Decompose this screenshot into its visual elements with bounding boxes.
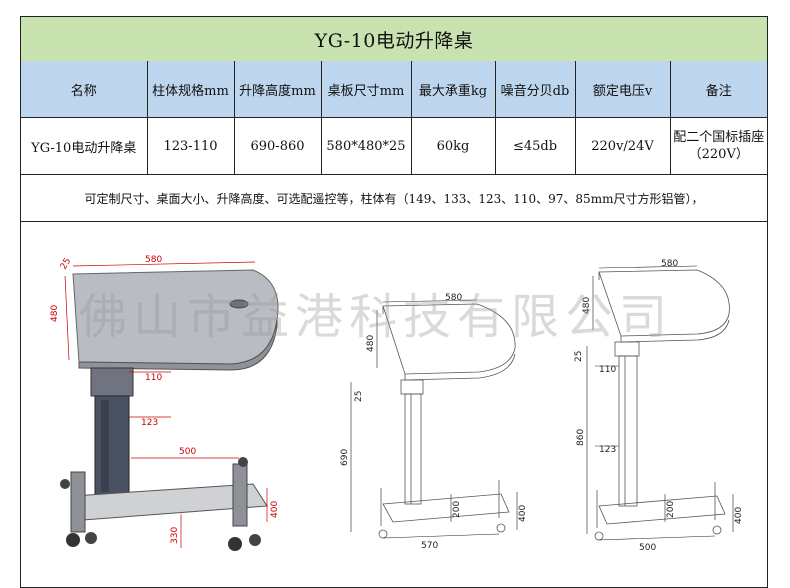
dim-right-d: 400 [734, 507, 744, 524]
header-remark: 备注 [669, 61, 767, 118]
dim-right-t: 25 [574, 351, 584, 362]
dim-mid-w: 200 [452, 501, 462, 518]
dim-left-base: 500 [179, 447, 196, 457]
header-column-spec: 柱体规格mm [146, 61, 235, 118]
dim-mid-base: 570 [421, 541, 438, 551]
header-max-load: 最大承重kg [410, 61, 496, 118]
right-line-drawing [586, 265, 734, 541]
dim-left-col2: 123 [141, 418, 158, 428]
spec-sheet: YG-10电动升降桌 名称 柱体规格mm 升降高度mm 桌板尺寸mm 最大承重k… [20, 16, 768, 588]
dim-right-base: 500 [639, 543, 656, 553]
cell-column-spec: 123-110 [146, 117, 235, 175]
cell-voltage: 220v/24V [574, 117, 671, 175]
middle-line-drawing [350, 299, 518, 539]
header-lift-height: 升降高度mm [233, 61, 322, 118]
desk-drawing-svg: 580 480 110 123 500 400 330 25 [50, 255, 744, 553]
table-header-row: 名称 柱体规格mm 升降高度mm 桌板尺寸mm 最大承重kg 噪音分贝db 额定… [21, 61, 767, 118]
cell-remark: 配二个国标插座（220V） [669, 117, 767, 175]
cell-top-size: 580*480*25 [320, 117, 412, 175]
customization-note: 可定制尺寸、桌面大小、升降高度、可选配遥控等，柱体有（149、133、123、1… [21, 175, 767, 222]
cell-lift-height: 690-860 [233, 117, 322, 175]
dim-left-top: 580 [145, 255, 162, 265]
dim-left-h1: 330 [170, 527, 180, 544]
dim-mid-side: 480 [366, 335, 376, 352]
product-drawings: 580 480 110 123 500 400 330 25 [21, 222, 767, 588]
dim-mid-d: 400 [518, 505, 528, 522]
header-name: 名称 [21, 61, 148, 118]
table-row: YG-10电动升降桌 123-110 690-860 580*480*25 60… [21, 117, 767, 175]
cell-noise: ≤45db [494, 117, 576, 175]
dim-left-side: 480 [50, 305, 60, 322]
dim-right-col2: 123 [599, 445, 616, 455]
company-watermark: 佛山市益港科技有限公司 [79, 289, 674, 345]
dim-right-side: 480 [582, 297, 592, 314]
cell-name: YG-10电动升降桌 [21, 117, 148, 175]
dim-left-t: 25 [59, 257, 73, 272]
left-3d-desk: 580 480 110 123 500 400 330 25 [50, 255, 280, 551]
dim-mid-h: 690 [340, 449, 350, 466]
header-top-size: 桌板尺寸mm [320, 61, 412, 118]
dim-left-h2: 400 [270, 501, 280, 518]
header-voltage: 额定电压v [574, 61, 671, 118]
dim-mid-t: 25 [354, 391, 364, 402]
header-noise: 噪音分贝db [494, 61, 576, 118]
spec-table: 名称 柱体规格mm 升降高度mm 桌板尺寸mm 最大承重kg 噪音分贝db 额定… [21, 61, 767, 175]
dim-right-col: 110 [599, 365, 616, 375]
dim-right-w: 200 [666, 501, 676, 518]
cell-max-load: 60kg [410, 117, 496, 175]
dim-right-top: 580 [661, 259, 678, 269]
dim-left-col: 110 [145, 373, 162, 383]
dim-mid-top: 580 [445, 293, 462, 303]
sheet-title: YG-10电动升降桌 [21, 17, 767, 62]
dim-right-h: 860 [576, 429, 586, 446]
